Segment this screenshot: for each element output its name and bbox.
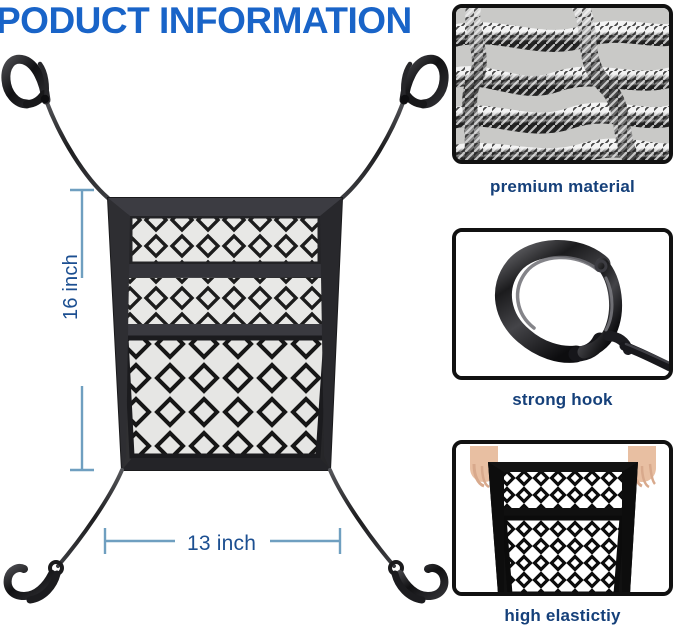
feature-caption-premium-material: premium material — [490, 177, 635, 196]
elastic-cord-closeup-image — [456, 8, 669, 160]
small-mesh-pocket — [126, 213, 324, 277]
feature-panel-premium-material — [452, 4, 673, 164]
hands-stretching-net-image — [456, 444, 669, 592]
stretched-net — [488, 462, 638, 592]
carabiner-hook-top-right — [399, 54, 449, 109]
dimension-lines — [70, 188, 342, 554]
snap-hook-bottom-left — [3, 560, 64, 604]
feature-panel-strong-hook — [452, 228, 673, 380]
page-title: PODUCT INFORMATION — [0, 0, 412, 41]
net-body — [106, 197, 344, 471]
upper-cords — [43, 97, 407, 201]
dimension-height-label: 16 inch — [60, 254, 82, 320]
mid-mesh-band — [124, 278, 326, 337]
dimension-width-label: 13 inch — [183, 532, 261, 556]
carabiner-hook-image — [456, 232, 669, 376]
feature-panel-high-elasticity — [452, 440, 673, 596]
snap-hook-bottom-right — [388, 560, 449, 604]
feature-caption-strong-hook: strong hook — [512, 390, 613, 409]
hero-product-image: 16 inch 13 inch — [0, 38, 450, 632]
large-mesh-pocket — [123, 335, 329, 459]
feature-caption-high-elasticity: high elastictiy — [504, 606, 621, 625]
lower-cords — [56, 468, 396, 568]
carabiner-hook-top-left — [1, 54, 51, 109]
product-illustration — [1, 54, 449, 604]
